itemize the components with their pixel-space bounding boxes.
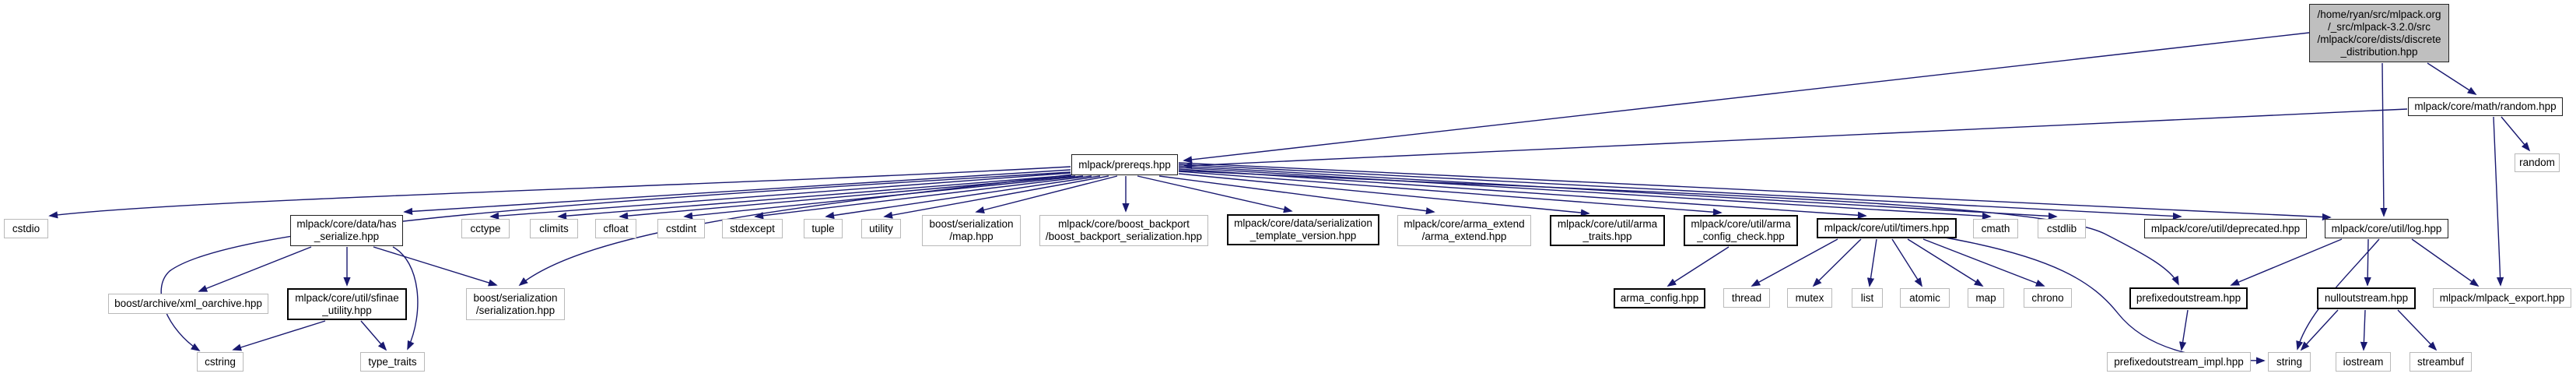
graph-node-utility: utility [861, 219, 901, 238]
graph-node-climits: climits [530, 219, 578, 238]
edge-timers-chrono [1922, 238, 2045, 287]
graph-node-cmath: cmath [1973, 219, 2018, 238]
graph-node-map: map [1968, 288, 2004, 308]
graph-node-root: /home/ryan/src/mlpack.org /_src/mlpack-3… [2309, 4, 2449, 62]
edge-prereqs-climits [557, 174, 1072, 220]
graph-node-thread: thread [1723, 288, 1770, 308]
graph-node-impl: prefixedoutstream_impl.hpp [2107, 352, 2251, 372]
edge-prereqs-arma_extend [1158, 175, 1435, 215]
edge-prereqs-has_serialize [403, 169, 1071, 215]
edge-sfinae-cstring [232, 320, 326, 351]
edge-prereqs-arma_config_check [1178, 171, 1723, 216]
edge-prereqs-arma_traits [1178, 173, 1590, 217]
graph-node-mutex: mutex [1787, 288, 1832, 308]
edge-timers-map [1907, 238, 1984, 287]
graph-node-prereqs[interactable]: mlpack/prereqs.hpp [1071, 154, 1178, 175]
graph-node-atomic: atomic [1900, 288, 1950, 308]
edge-random_hpp-random [2501, 116, 2531, 152]
graph-node-sfinae[interactable]: mlpack/core/util/sfinae _utility.hpp [287, 288, 407, 320]
graph-node-type_traits: type_traits [360, 352, 425, 372]
edge-prereqs-cctype [489, 172, 1071, 220]
edge-prereqs-templ_version [1137, 175, 1293, 213]
edge-root-log [2380, 62, 2388, 217]
edge-root-random_hpp [2427, 62, 2477, 95]
edge-prefixedoutstream-impl [2178, 309, 2189, 351]
graph-node-list: list [1852, 288, 1883, 308]
edge-log-prefixedoutstream [2230, 238, 2343, 286]
edge-timers-mutex [1812, 238, 1862, 287]
edge-nulloutstream-string [2300, 309, 2339, 351]
edge-prereqs-prefixedoutstream [1178, 170, 2179, 286]
edge-has_serialize-type_traits [392, 246, 419, 351]
edge-log-mlpack_export [2411, 238, 2480, 287]
edge-prereqs-cmath [1178, 167, 1992, 220]
graph-node-cstdint: cstdint [657, 219, 705, 238]
graph-node-cstring: cstring [197, 352, 244, 372]
edge-nulloutstream-streambuf [2397, 309, 2438, 351]
edge-prereqs-stdexcept [754, 175, 1092, 220]
graph-node-deprecated[interactable]: mlpack/core/util/deprecated.hpp [2144, 219, 2307, 238]
graph-node-cstdlib: cstdlib [2038, 219, 2086, 238]
edge-timers-thread [1751, 238, 1838, 287]
edge-prereqs-ser_map [975, 175, 1118, 214]
graph-node-prefixedoutstream[interactable]: prefixedoutstream.hpp [2129, 287, 2248, 309]
edge-has_serialize-xml_oarchive [198, 246, 312, 292]
graph-node-ser_ser: boost/serialization /serialization.hpp [466, 288, 565, 320]
edge-nulloutstream-iostream [2360, 309, 2368, 351]
graph-node-stdexcept: stdexcept [722, 219, 783, 238]
graph-node-boost_backport: mlpack/core/boost_backport /boost_backpo… [1039, 215, 1208, 246]
edge-random_hpp-prereqs [1183, 108, 2408, 170]
edge-prereqs-utility [883, 175, 1109, 219]
graph-node-mlpack_export: mlpack/mlpack_export.hpp [2433, 288, 2571, 308]
edge-prereqs-cstdlib [1178, 165, 2058, 220]
edge-sfinae-type_traits [360, 320, 387, 351]
edge-prereqs-cstdio [48, 166, 1071, 219]
graph-node-templ_version[interactable]: mlpack/core/data/serialization _template… [1227, 214, 1379, 245]
edge-prereqs-timers [1178, 168, 1867, 219]
graph-node-cstdio: cstdio [4, 219, 48, 238]
graph-node-log[interactable]: mlpack/core/util/log.hpp [2325, 219, 2448, 238]
graph-node-arma_extend: mlpack/core/arma_extend /arma_extend.hpp [1397, 215, 1531, 246]
edge-random_hpp-mlpack_export [2493, 116, 2504, 287]
edge-has_serialize-ser_ser [373, 246, 498, 287]
edge-timers-atomic [1891, 238, 1922, 287]
graph-node-random_hpp[interactable]: mlpack/core/math/random.hpp [2408, 97, 2563, 116]
edge-prereqs-tuple [825, 175, 1101, 220]
edge-root-prereqs [1183, 32, 2310, 164]
graph-node-nulloutstream[interactable]: nulloutstream.hpp [2317, 287, 2416, 309]
edge-arma_config_check-arma_config [1667, 246, 1730, 287]
graph-node-ser_map: boost/serialization /map.hpp [922, 215, 1021, 246]
graph-node-cfloat: cfloat [595, 219, 636, 238]
graph-node-arma_traits[interactable]: mlpack/core/util/arma _traits.hpp [1550, 215, 1665, 246]
edge-prereqs-log [1178, 162, 2332, 221]
graph-node-xml_oarchive: boost/archive/xml_oarchive.hpp [108, 294, 268, 314]
graph-node-string: string [2268, 352, 2311, 372]
graph-node-timers[interactable]: mlpack/core/util/timers.hpp [1817, 218, 1957, 238]
graph-node-arma_config_check[interactable]: mlpack/core/util/arma _config_check.hpp [1684, 215, 1798, 246]
edge-timers-list [1866, 238, 1877, 287]
graph-node-arma_config[interactable]: arma_config.hpp [1614, 288, 1705, 308]
graph-node-tuple: tuple [804, 219, 843, 238]
graph-node-random: random [2515, 153, 2560, 172]
edge-log-nulloutstream [2364, 238, 2371, 287]
graph-node-iostream: iostream [2336, 352, 2391, 372]
graph-node-has_serialize[interactable]: mlpack/core/data/has _serialize.hpp [290, 215, 403, 246]
graph-node-chrono: chrono [2024, 288, 2072, 308]
graph-node-streambuf: streambuf [2410, 352, 2472, 372]
edge-prereqs-deprecated [1178, 164, 2182, 220]
graph-node-cctype: cctype [461, 219, 510, 238]
